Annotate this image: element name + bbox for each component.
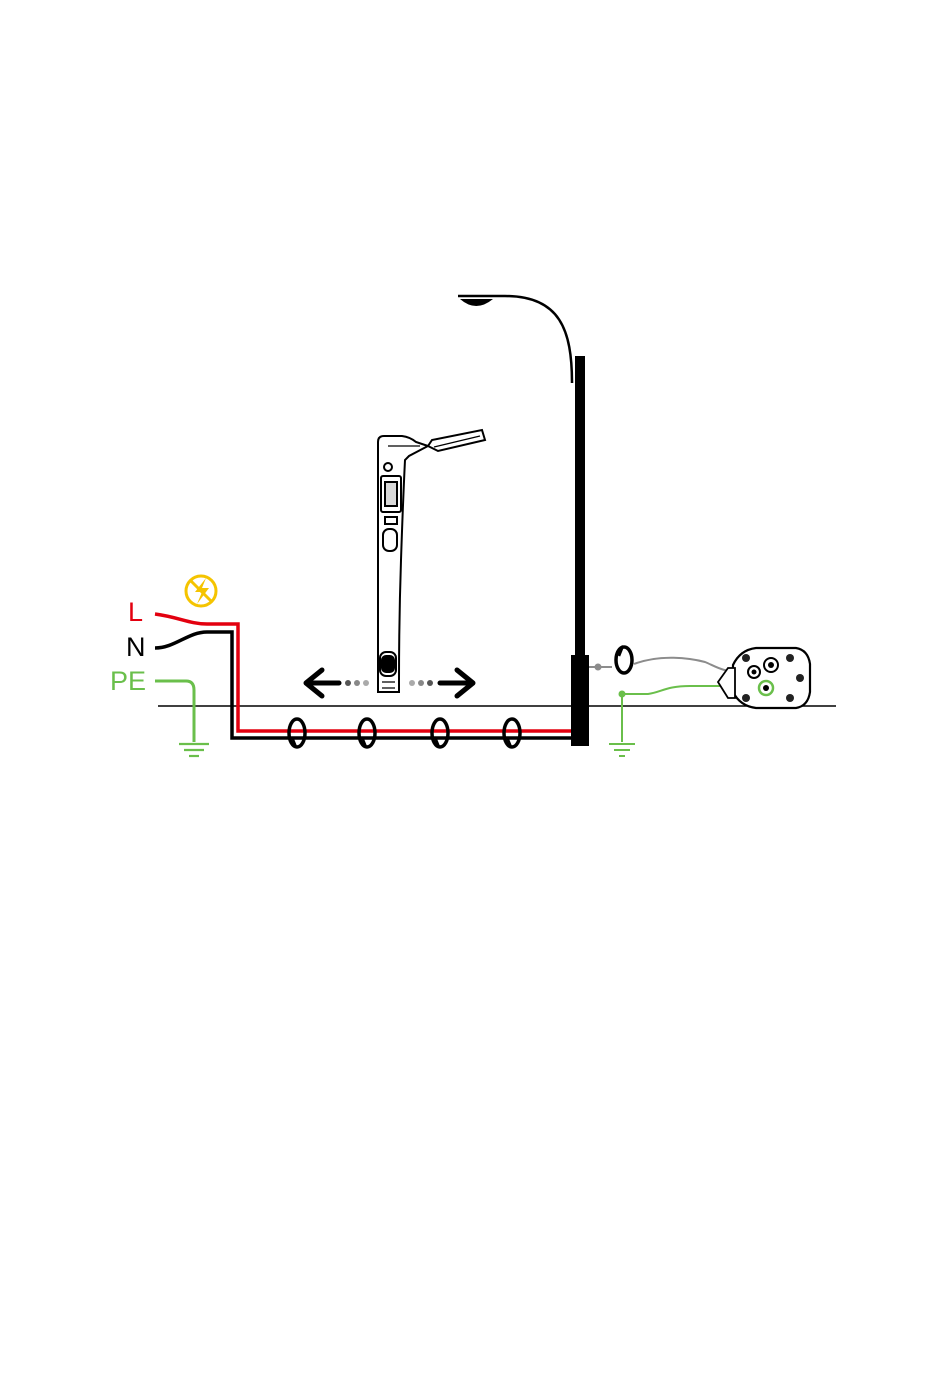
protective-earth-wire xyxy=(155,681,194,742)
earth-lead-junction xyxy=(619,691,626,698)
signal-clamp-icon xyxy=(589,646,632,673)
live-conductor-label: L xyxy=(128,597,143,627)
neutral-conductor-label: N xyxy=(126,632,146,662)
arrow-right-icon xyxy=(409,670,473,696)
signal-transmitter-icon xyxy=(718,648,810,708)
protective-earth-label: PE xyxy=(110,666,146,696)
cable-locator-receiver-icon xyxy=(378,430,485,692)
ground-symbol-icon xyxy=(609,744,635,756)
ground-symbol-icon xyxy=(179,744,209,756)
signal-flow-marker xyxy=(289,719,305,747)
signal-flow-marker xyxy=(359,719,375,747)
arrow-left-icon xyxy=(306,670,369,696)
signal-flow-marker xyxy=(432,719,448,747)
street-lamp-icon xyxy=(458,296,589,746)
signal-flow-marker xyxy=(504,719,520,747)
electrical-hazard-icon xyxy=(186,576,216,606)
